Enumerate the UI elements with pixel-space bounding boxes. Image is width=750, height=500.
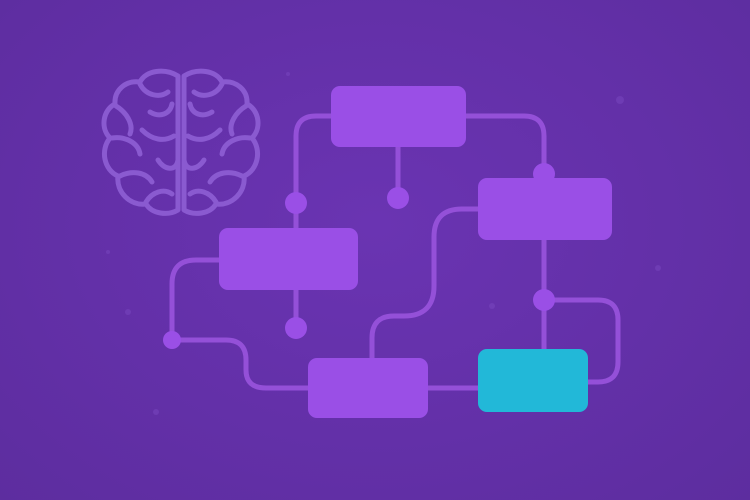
edge-left-to-bottom [169,257,311,391]
edge-right-loop-to-target [541,297,621,385]
nodes [219,86,612,418]
background-specks [106,72,661,415]
node-left[interactable] [219,228,358,290]
node-target[interactable] [478,349,588,412]
edge-top-to-right [463,113,547,179]
dot-left-stub [285,317,307,339]
node-bottom[interactable] [308,358,428,418]
connectors [169,113,621,391]
dot-top-left [285,192,307,214]
edge-right-to-bottom [369,206,481,361]
node-right[interactable] [478,178,612,240]
dot-right-mid [533,289,555,311]
edge-top-to-left [293,113,334,231]
node-top[interactable] [331,86,466,147]
dot-left-loop [163,331,181,349]
brain-icon [101,68,261,216]
dot-top-stub [387,187,409,209]
